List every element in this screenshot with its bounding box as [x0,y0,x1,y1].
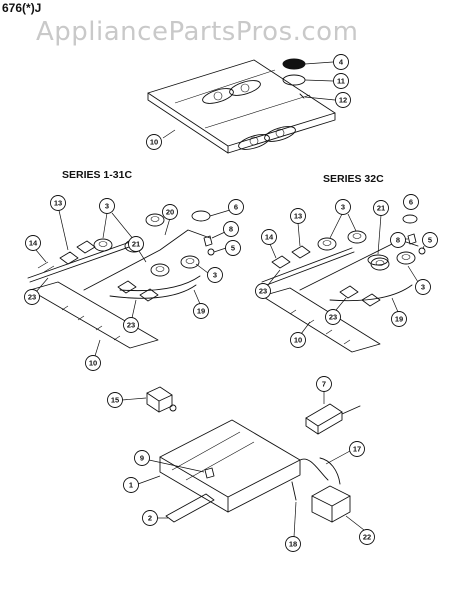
svg-text:5: 5 [428,236,432,245]
bottom-burner-box [159,419,301,523]
svg-text:19: 19 [197,307,205,316]
callout-right-13: 13 [290,208,306,224]
left-burner-assembly [27,210,215,349]
callout-right-6: 6 [403,194,419,210]
callout-bottom-2: 2 [142,510,158,526]
callout-left-6: 6 [228,199,244,215]
callout-bottom-15: 15 [107,392,123,408]
svg-text:15: 15 [111,396,119,405]
callout-left-19: 19 [193,303,209,319]
callout-bottom-18: 18 [285,536,301,552]
svg-text:6: 6 [409,198,413,207]
svg-text:20: 20 [166,208,174,217]
svg-text:23: 23 [259,287,267,296]
svg-text:22: 22 [363,533,371,542]
callout-bottom-17: 17 [349,441,365,457]
svg-text:6: 6 [234,203,238,212]
callout-left-3b: 3 [207,267,223,283]
svg-text:9: 9 [140,454,144,463]
svg-text:23: 23 [28,293,36,302]
series-label-left: SERIES 1-31C [62,169,132,181]
svg-text:10: 10 [89,359,97,368]
callout-left-8: 8 [223,221,239,237]
svg-text:2: 2 [148,514,152,523]
svg-text:11: 11 [337,77,345,86]
callout-bottom-22: 22 [359,529,375,545]
callout-right-5: 5 [422,232,438,248]
callout-left-13: 13 [50,195,66,211]
screw-part [299,93,305,99]
regulator-part [291,457,351,523]
svg-text:18: 18 [289,540,297,549]
callout-left-14: 14 [25,235,41,251]
svg-text:12: 12 [339,96,347,105]
svg-text:21: 21 [132,240,140,249]
callout-left-23: 23 [24,289,40,305]
callout-top-4: 4 [333,54,349,70]
callout-right-3: 3 [335,199,351,215]
switch-part [146,386,177,413]
svg-text:3: 3 [105,202,109,211]
callout-right-3b: 3 [415,279,431,295]
callout-top-11: 11 [333,73,349,89]
callout-left-5: 5 [225,240,241,256]
callout-left-23b: 23 [123,317,139,333]
callout-right-23b: 23 [325,309,341,325]
callout-left-21: 21 [128,236,144,252]
callout-top-12: 12 [335,92,351,108]
svg-text:19: 19 [395,315,403,324]
series-label-right: SERIES 32C [323,173,384,185]
callout-left-10: 10 [85,355,101,371]
svg-text:4: 4 [339,58,344,67]
svg-text:23: 23 [329,313,337,322]
svg-text:13: 13 [54,199,62,208]
callout-right-10: 10 [290,332,306,348]
callout-right-14: 14 [261,229,277,245]
callout-top-10: 10 [146,134,162,150]
svg-text:3: 3 [421,283,425,292]
callout-right-23: 23 [255,283,271,299]
callout-bottom-1: 1 [123,477,139,493]
callout-right-8: 8 [390,232,406,248]
callout-left-20: 20 [162,204,178,220]
svg-text:14: 14 [29,239,38,248]
svg-text:13: 13 [294,212,302,221]
svg-text:10: 10 [150,138,158,147]
right-burner-assembly [261,214,426,353]
model-label: 676(*)J [2,1,41,15]
svg-text:7: 7 [322,380,326,389]
svg-text:1: 1 [129,481,133,490]
callout-bottom-7: 7 [316,376,332,392]
svg-text:21: 21 [377,204,385,213]
callout-bottom-9: 9 [134,450,150,466]
svg-text:23: 23 [127,321,135,330]
svg-text:3: 3 [213,271,217,280]
connector-part [305,403,361,435]
plug-part [282,58,306,70]
watermark: AppliancePartsPros.com [36,17,358,47]
svg-text:8: 8 [396,236,400,245]
svg-text:14: 14 [265,233,274,242]
svg-text:8: 8 [229,225,233,234]
svg-text:10: 10 [294,336,302,345]
cooktop-panel [147,59,336,154]
svg-text:17: 17 [353,445,361,454]
callout-right-21: 21 [373,200,389,216]
svg-text:3: 3 [341,203,345,212]
ring-part [282,74,306,86]
callout-left-3: 3 [99,198,115,214]
svg-text:5: 5 [231,244,235,253]
callout-right-19: 19 [391,311,407,327]
